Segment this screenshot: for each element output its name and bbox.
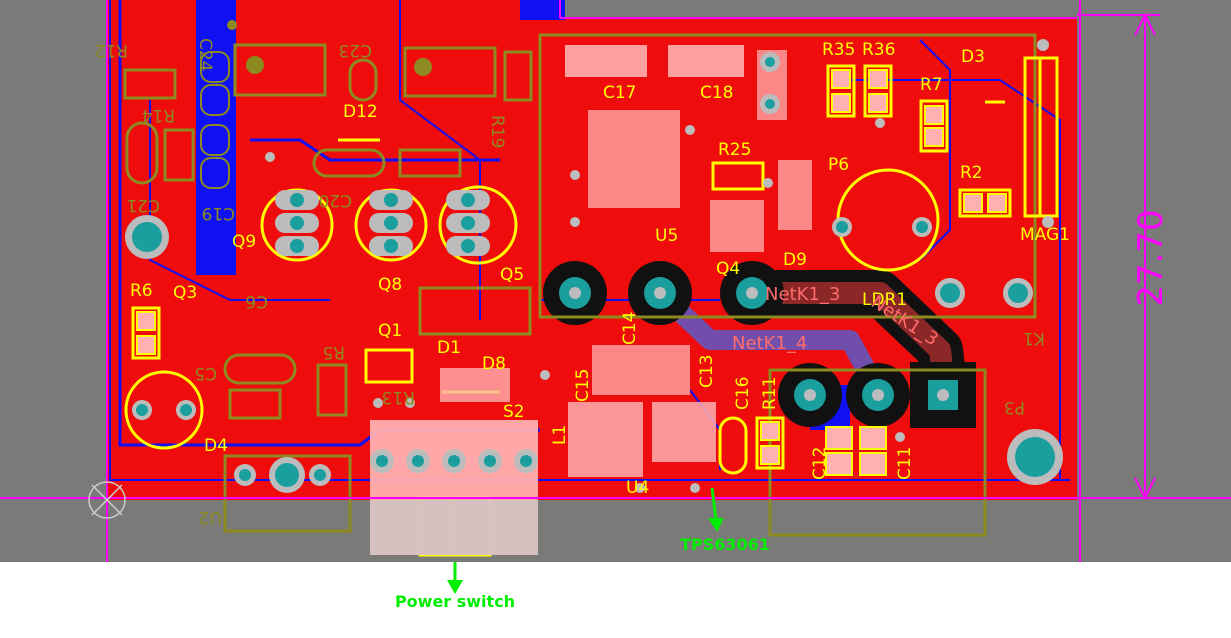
designator-u5: U5 [655,226,678,246]
designator-d4: D4 [204,436,228,456]
designator-r11: R11 [760,377,780,410]
designator-ldr1: LDR1 [862,290,907,310]
designator-d12: D12 [343,102,378,122]
designator-q4: Q4 [716,259,740,279]
bottom-trace [840,79,1061,480]
bottom-trace [919,39,951,261]
net-label: NetK1_3 [765,284,840,305]
designator-c16: C16 [733,376,753,410]
designator-r2: R2 [960,163,983,183]
callout-s2: Power switch [395,592,515,611]
designator-c23: C23 [338,40,372,60]
designator-q8: Q8 [378,275,402,295]
designator-q3: Q3 [173,283,197,303]
designator-u2: U2 [199,507,222,527]
top-gray-cutout [560,0,1080,18]
designator-r13: R13 [382,387,415,407]
designator-r25: R25 [718,140,751,160]
highlighted-components [370,45,812,555]
designator-r35: R35 [822,40,855,60]
bottom-trace [250,138,500,162]
designator-k1: K1 [1023,328,1045,348]
page-margin [0,562,1231,634]
designator-c15: C15 [573,368,593,402]
designator-q5: Q5 [500,265,524,285]
designator-c12: C12 [810,446,830,480]
designator-p3: P3 [1004,397,1025,417]
bottom-trace [109,0,1070,481]
designator-c5: C5 [194,363,217,383]
designator-c13: C13 [697,354,717,388]
s2-switch-pads [370,449,538,473]
designator-d8: D8 [482,354,506,374]
right-gray-cutout [1077,0,1231,500]
designator-c21: C21 [126,195,160,215]
designator-r12: R12 [95,40,128,60]
designator-mag1: MAG1 [1020,225,1070,245]
transistor-pads [132,56,932,493]
designator-u4: U4 [626,478,649,498]
designator-l1: L1 [550,425,570,445]
designator-r6: R6 [130,281,153,301]
designator-d3: D3 [961,47,985,67]
bottom-pads-c24-c19 [200,51,230,189]
dimension-label: 27.70 [1131,209,1171,306]
bottom-copper-top [520,0,565,20]
designator-c24: C24 [195,38,215,72]
designator-c18: C18 [700,83,734,103]
board-outline-dimension [0,0,1231,562]
designator-s2: S2 [503,402,525,422]
net-label: NetK1_4 [732,333,807,354]
callout-arrows [447,487,724,594]
origin-marker [88,481,126,519]
designator-c6: C6 [245,291,268,311]
designator-c19: C19 [201,203,235,223]
designator-q9: Q9 [232,232,256,252]
designator-c17: C17 [603,83,637,103]
designator-r5: R5 [322,342,345,362]
designator-r36: R36 [862,40,895,60]
designator-d9: D9 [783,250,807,270]
designator-q1: Q1 [378,321,402,341]
designator-r7: R7 [920,75,943,95]
designator-d1: D1 [437,338,461,358]
designator-r14: R14 [142,105,175,125]
designator-c20: C20 [318,190,352,210]
designator-p6: P6 [828,155,849,175]
designator-c14: C14 [620,311,640,345]
vias [227,20,1054,493]
large-pads [125,215,1063,485]
designator-c11: C11 [895,446,915,480]
designator-r19: R19 [487,115,507,148]
callout-u4: TPS63061 [680,535,770,554]
smd-pads [136,69,1007,476]
